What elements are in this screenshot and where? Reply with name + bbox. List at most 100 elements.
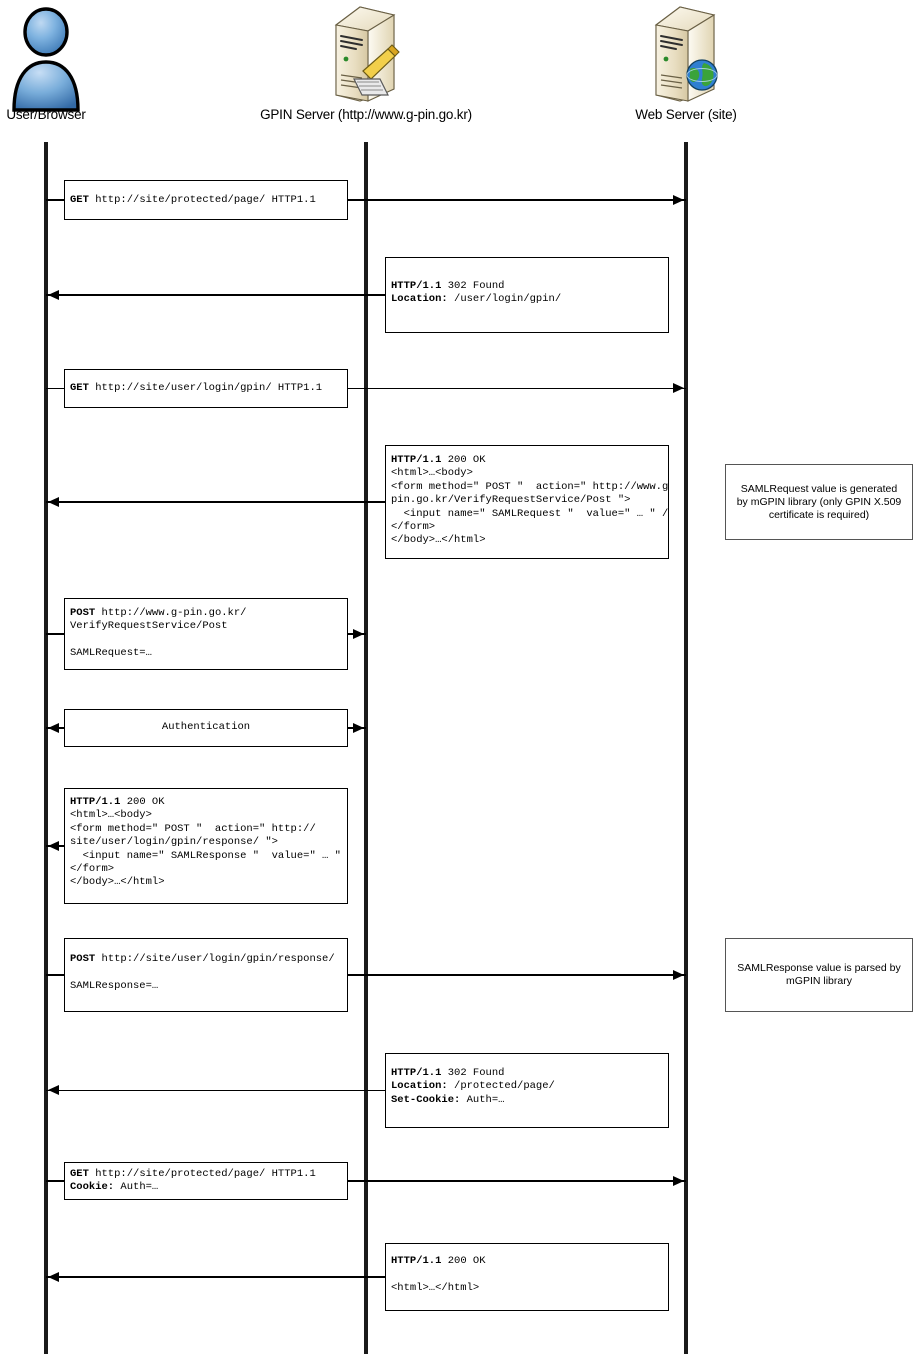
- message-segment: Auth=…: [114, 1181, 159, 1194]
- message-line: <form method=" POST " action=" http://ww…: [391, 481, 668, 494]
- message-segment: 302 Found: [441, 280, 505, 292]
- message-segment: http://site/protected/page/ HTTP1.1: [88, 1168, 316, 1180]
- message-segment: /user/login/gpin/: [447, 293, 562, 306]
- message-box-m11: HTTP/1.1 200 OK <html>…</html>: [385, 1243, 669, 1311]
- message-arrowhead: [353, 628, 364, 639]
- message-arrow-line: [46, 633, 64, 635]
- message-segment: Auth=…: [460, 1093, 505, 1106]
- message-arrow-line: [46, 1276, 385, 1278]
- message-arrow-line: [46, 199, 64, 201]
- message-segment: HTTP/1.1: [391, 1067, 442, 1079]
- message-arrow-line: [46, 1089, 385, 1092]
- lifeline-web: [684, 142, 688, 1354]
- lifeline-user: [44, 142, 48, 1354]
- message-arrow-line: [46, 294, 385, 296]
- user-avatar-icon: [5, 6, 87, 121]
- message-line: <html>…<body>: [70, 809, 344, 822]
- message-segment: </body>…</html>: [391, 534, 486, 547]
- server-globe-icon: [636, 3, 736, 120]
- message-box-m1: GET http://site/protected/page/ HTTP1.1: [64, 180, 348, 220]
- message-line: SAMLRequest=…: [70, 647, 344, 660]
- message-arrowhead: [48, 840, 59, 851]
- message-arrowhead: [48, 1085, 59, 1095]
- message-line: POST http://site/user/login/gpin/respons…: [70, 953, 344, 966]
- message-segment: 200 OK: [120, 796, 165, 808]
- message-line: </form>: [391, 521, 665, 534]
- message-segment: <html>…<body>: [70, 809, 152, 822]
- message-line: Set-Cookie: Auth=…: [391, 1094, 665, 1107]
- message-arrow-line: [46, 974, 64, 976]
- server-pen-icon: [316, 3, 416, 120]
- note-text: SAMLResponse value is parsed by mGPIN li…: [737, 962, 901, 987]
- message-segment: site/user/login/gpin/response/ ">: [70, 836, 278, 849]
- message-segment: HTTP/1.1: [70, 796, 121, 808]
- actor-label-user: User/Browser: [6, 107, 86, 122]
- message-arrowhead: [48, 1271, 59, 1282]
- message-segment: <form method=" POST " action=" http://: [70, 822, 316, 835]
- message-segment: SAMLResponse=…: [70, 979, 159, 992]
- actor-label-web: Web Server (site): [635, 107, 737, 122]
- message-line: HTTP/1.1 200 OK: [391, 454, 665, 467]
- message-arrow-line: [46, 387, 64, 390]
- message-segment: <html>…<body>: [391, 467, 473, 480]
- message-line: GET http://site/protected/page/ HTTP1.1: [70, 194, 344, 207]
- message-segment: </form>: [70, 863, 115, 876]
- message-arrow-line: [348, 974, 686, 976]
- lifeline-gpin: [364, 142, 368, 1354]
- message-line: Location: /protected/page/: [391, 1080, 665, 1093]
- message-line: </form>: [70, 863, 344, 876]
- message-line: HTTP/1.1 302 Found: [391, 1067, 665, 1080]
- server-pen-icon: [334, 6, 400, 102]
- message-line: [70, 634, 344, 647]
- message-segment: POST: [70, 607, 96, 619]
- message-segment: GET: [70, 1168, 89, 1180]
- message-segment: http://site/protected/page/ HTTP1.1: [88, 194, 316, 206]
- message-line: Cookie: Auth=…: [70, 1181, 344, 1194]
- message-arrow-line: [348, 1180, 686, 1182]
- message-box-m6: Authentication: [64, 709, 348, 747]
- message-arrow-line: [46, 1180, 64, 1182]
- message-segment: Authentication: [161, 721, 251, 734]
- message-line: GET http://site/user/login/gpin/ HTTP1.1: [70, 382, 344, 395]
- message-box-m4: HTTP/1.1 200 OK<html>…<body><form method…: [385, 445, 669, 559]
- message-segment: HTTP/1.1: [391, 454, 442, 466]
- message-line: <html>…</html>: [391, 1282, 665, 1295]
- message-segment: Location:: [391, 293, 448, 306]
- message-segment: GET: [70, 194, 89, 206]
- message-line: <html>…<body>: [391, 467, 665, 480]
- message-segment: 302 Found: [441, 1067, 505, 1079]
- user-avatar-icon: [12, 7, 80, 112]
- message-arrowhead: [353, 722, 364, 733]
- message-line: <input name=" SAMLRequest " value=" … " …: [391, 508, 668, 521]
- message-line: Authentication: [65, 721, 347, 734]
- message-segment: VerifyRequestService/Post: [70, 620, 228, 633]
- message-arrowhead: [673, 194, 684, 205]
- note-text: SAMLRequest value is generated by mGPIN …: [736, 482, 902, 521]
- message-line: HTTP/1.1 200 OK: [70, 796, 344, 809]
- message-line: VerifyRequestService/Post: [70, 620, 344, 633]
- server-globe-icon: [654, 6, 718, 102]
- message-segment: <html>…</html>: [391, 1281, 480, 1294]
- message-segment: HTTP/1.1: [391, 280, 442, 292]
- message-segment: Set-Cookie:: [391, 1093, 461, 1106]
- message-box-m3: GET http://site/user/login/gpin/ HTTP1.1: [64, 369, 348, 408]
- message-segment: Location:: [391, 1080, 448, 1093]
- message-segment: http://www.g-pin.go.kr/: [95, 607, 247, 619]
- note-box-n1: SAMLRequest value is generated by mGPIN …: [725, 464, 913, 540]
- message-line: [70, 966, 344, 979]
- message-arrow-line: [46, 501, 385, 503]
- message-arrowhead: [673, 969, 684, 980]
- message-arrowhead: [673, 383, 684, 393]
- message-line: <form method=" POST " action=" http://: [70, 823, 344, 836]
- message-segment: 200 OK: [441, 454, 486, 466]
- message-line: </body>…</html>: [391, 534, 665, 547]
- message-segment: GET: [70, 382, 89, 394]
- message-line: HTTP/1.1 302 Found: [391, 280, 665, 293]
- message-segment: Cookie:: [70, 1181, 115, 1194]
- message-box-m8: POST http://site/user/login/gpin/respons…: [64, 938, 348, 1012]
- message-segment: http://site/user/login/gpin/ HTTP1.1: [88, 382, 323, 394]
- message-box-m7: HTTP/1.1 200 OK<html>…<body><form method…: [64, 788, 348, 904]
- message-segment: </form>: [391, 521, 436, 534]
